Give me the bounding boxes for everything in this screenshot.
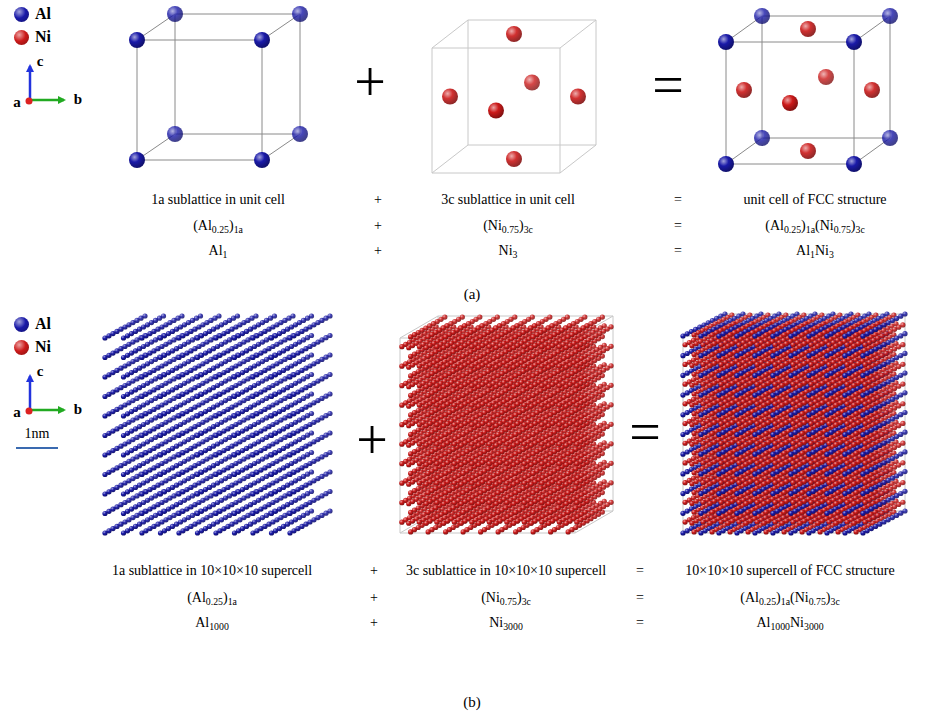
figure-stage: AlNiAlNicab1a sublattice in unit cell+3c… xyxy=(0,0,945,723)
